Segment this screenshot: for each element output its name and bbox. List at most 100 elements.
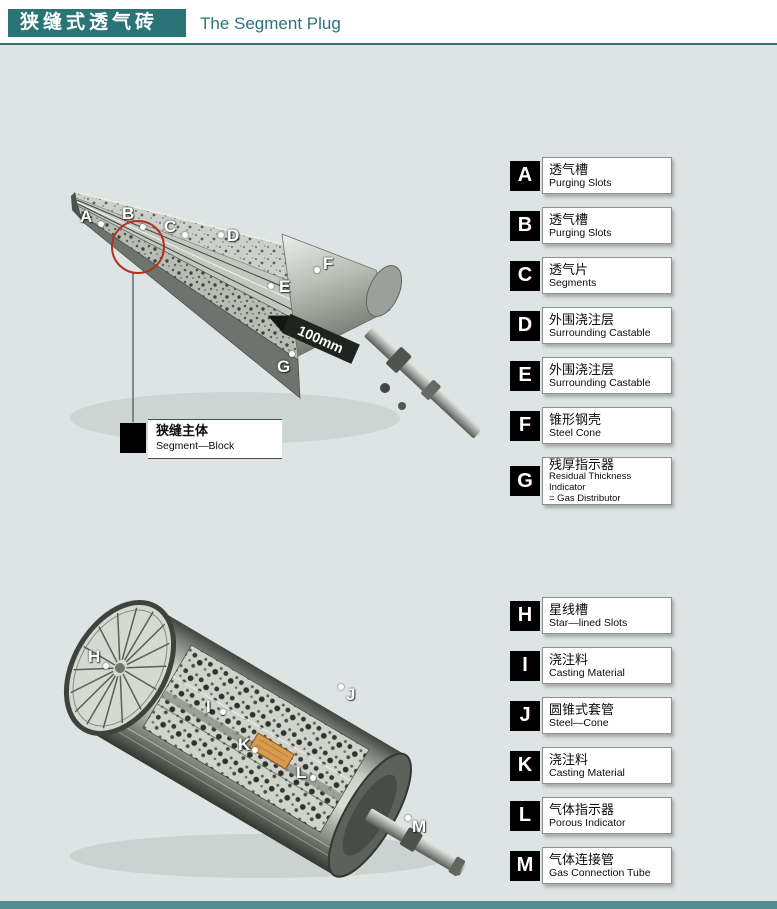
legend-label-box: 气体指示器 Porous Indicator (542, 797, 672, 834)
figure-shadow (70, 834, 450, 878)
cylinder-body (63, 600, 466, 878)
fitting-bolt (398, 402, 406, 410)
legend-group-bottom: H 星线槽 Star—lined Slots I 浇注料 Casting Mat… (510, 597, 672, 897)
segment-plug-cylinder-figure (63, 600, 466, 878)
legend-letter-badge: D (510, 310, 540, 341)
legend-item-m: M 气体连接管 Gas Connection Tube (510, 847, 672, 884)
legend-label-box: 星线槽 Star—lined Slots (542, 597, 672, 634)
legend-item-e: E 外围浇注层 Surrounding Castable (510, 357, 672, 394)
legend-letter-badge: K (510, 750, 540, 781)
legend-item-l: L 气体指示器 Porous Indicator (510, 797, 672, 834)
legend-item-c: C 透气片 Segments (510, 257, 672, 294)
legend-item-i: I 浇注料 Casting Material (510, 647, 672, 684)
figure-marker-letter-e: E (279, 277, 291, 296)
figure-marker-letter-m: M (412, 817, 427, 836)
legend-label-box: 气体连接管 Gas Connection Tube (542, 847, 672, 884)
legend-label-box: 透气片 Segments (542, 257, 672, 294)
legend-label-en: Segments (549, 277, 597, 290)
porous-indicator (248, 732, 295, 770)
legend-letter-badge: C (510, 260, 540, 291)
marker-dot (98, 221, 104, 227)
legend-label-zh: 透气片 (549, 261, 589, 277)
marker-dot (103, 663, 109, 669)
figure-marker-letter-i: I (206, 697, 211, 716)
legend-letter-badge: I (510, 650, 540, 681)
legend-label-zh: 圆锥式套管 (549, 701, 615, 717)
legend-label-en: Steel—Cone (549, 717, 609, 730)
marker-dot (405, 815, 411, 821)
legend-letter-badge: B (510, 210, 540, 241)
marker-dot (218, 232, 224, 238)
legend-item-f: F 锥形钢壳 Steel Cone (510, 407, 672, 444)
page-title-en: The Segment Plug (200, 14, 341, 33)
legend-group-top: A 透气槽 Purging Slots B 透气槽 Purging Slots … (510, 157, 672, 505)
legend-label-box: 透气槽 Purging Slots (542, 207, 672, 244)
star-lined-face (63, 600, 177, 736)
marker-dot (252, 747, 258, 753)
legend-label-en: Star—lined Slots (549, 617, 628, 630)
legend-letter-badge: H (510, 600, 540, 631)
legend-letter-badge: L (510, 800, 540, 831)
legend-label-zh: 残厚指示器 (549, 456, 615, 472)
figure-marker-letter-a: A (80, 207, 93, 226)
figure-marker-letter-g: G (277, 357, 291, 376)
legend-item-h: H 星线槽 Star—lined Slots (510, 597, 672, 634)
figure-marker-letter-c: C (164, 217, 177, 236)
legend-label-zh: 气体指示器 (549, 801, 615, 817)
callout-square (120, 423, 146, 453)
marker-dot (314, 267, 320, 273)
marker-dot (220, 709, 226, 715)
legend-label-zh: 星线槽 (549, 601, 589, 617)
legend-item-a: A 透气槽 Purging Slots (510, 157, 672, 194)
marker-dot (310, 775, 316, 781)
legend-letter-badge: G (510, 466, 540, 496)
figure-marker-letter-l: L (296, 763, 307, 782)
legend-label-box: 残厚指示器 Residual Thickness Indicator = Gas… (542, 457, 672, 505)
legend-label-box: 锥形钢壳 Steel Cone (542, 407, 672, 444)
legend-label-en: Purging Slots (549, 177, 612, 190)
legend-label-en: Casting Material (549, 667, 625, 680)
legend-label-en: Purging Slots (549, 227, 612, 240)
legend-letter-badge: J (510, 700, 540, 731)
marker-dot (140, 224, 146, 230)
callout-label-en: Segment—Block (156, 439, 235, 452)
figure-marker-letter-f: F (323, 254, 334, 273)
segment-block-callout: 狭缝主体 Segment—Block (148, 419, 282, 459)
gas-connection-tube (365, 808, 466, 877)
figure-marker-letter-k: K (238, 735, 251, 754)
legend-item-g: G 残厚指示器 Residual Thickness Indicator = G… (510, 457, 672, 505)
marker-dot (268, 283, 274, 289)
legend-item-j: J 圆锥式套管 Steel—Cone (510, 697, 672, 734)
legend-label-zh: 浇注料 (549, 751, 589, 767)
legend-item-d: D 外围浇注层 Surrounding Castable (510, 307, 672, 344)
footer-bar (0, 901, 777, 909)
legend-letter-badge: A (510, 160, 540, 191)
legend-label-zh: 锥形钢壳 (549, 411, 602, 427)
legend-label-zh: 外围浇注层 (549, 311, 615, 327)
figure-marker-letter-b: B (122, 204, 135, 223)
legend-label-zh: 外围浇注层 (549, 361, 615, 377)
fitting-bolt (380, 383, 390, 393)
legend-label-en: Surrounding Castable (549, 377, 651, 390)
figure-marker-letter-j: J (346, 685, 356, 704)
callout-label-zh: 狭缝主体 (156, 423, 209, 438)
legend-item-k: K 浇注料 Casting Material (510, 747, 672, 784)
header-rule (0, 43, 777, 45)
wedge-block (71, 191, 301, 399)
legend-label-en: Steel Cone (549, 427, 601, 440)
figure-marker-letter-h: H (88, 647, 101, 666)
legend-label-zh: 透气槽 (549, 211, 589, 227)
legend-letter-badge: M (510, 850, 540, 881)
legend-label-box: 浇注料 Casting Material (542, 647, 672, 684)
marker-dot (182, 232, 188, 238)
legend-item-b: B 透气槽 Purging Slots (510, 207, 672, 244)
marker-dot (338, 684, 344, 690)
figure-marker-letter-d: D (227, 226, 240, 245)
legend-label-en: Casting Material (549, 767, 625, 780)
legend-label-box: 外围浇注层 Surrounding Castable (542, 357, 672, 394)
legend-label-box: 浇注料 Casting Material (542, 747, 672, 784)
legend-label-box: 透气槽 Purging Slots (542, 157, 672, 194)
page-title-zh: 狭缝式透气砖 (8, 9, 186, 37)
legend-label-en: Surrounding Castable (549, 327, 651, 340)
